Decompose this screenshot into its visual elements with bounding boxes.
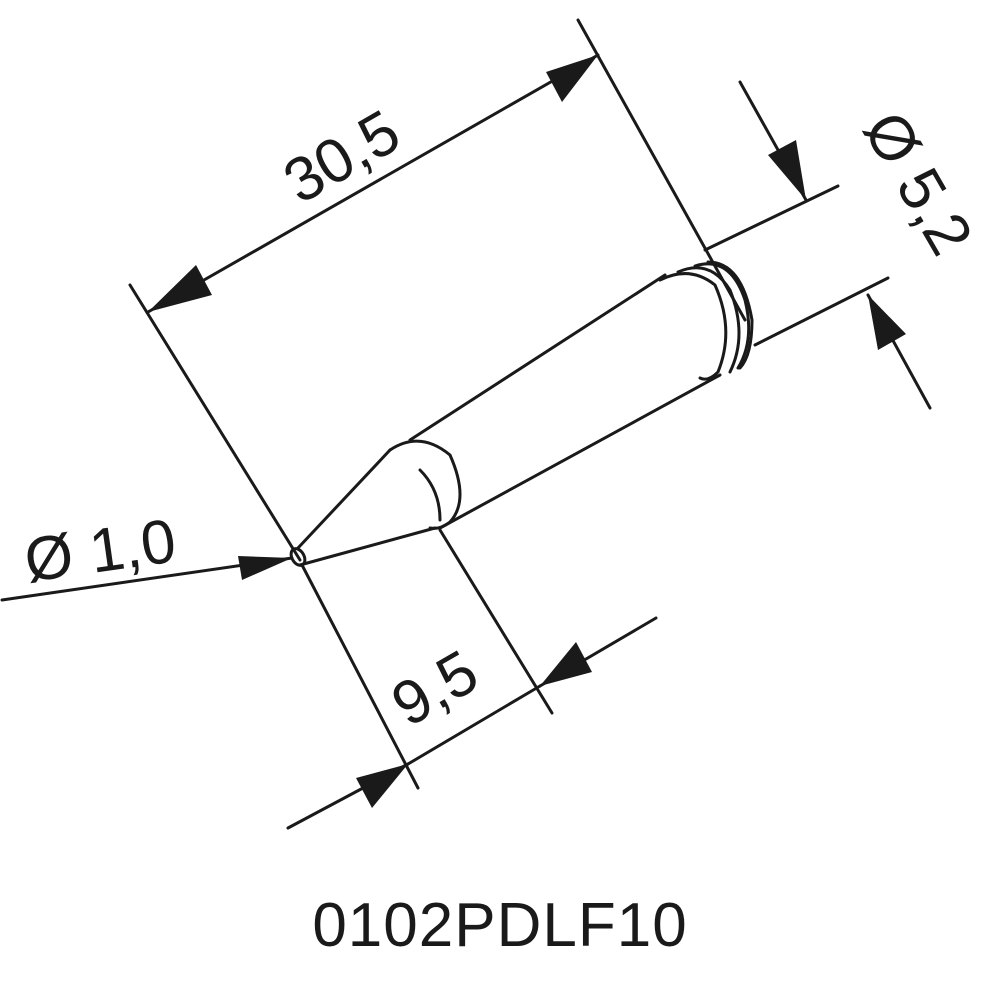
overall-length-label: 30,5 (273, 97, 412, 217)
shank-lower-edge (438, 373, 722, 530)
shank-front-inner (418, 468, 442, 522)
shank-upper-edge (408, 273, 667, 442)
cone-lower-edge (298, 526, 437, 567)
tip-diameter-label: Ø 1,0 (20, 506, 180, 595)
tip-diameter-arrow (238, 556, 292, 580)
shank-arrow-lower (868, 295, 906, 350)
tip-body (289, 260, 754, 567)
shank-front-step (388, 439, 462, 530)
cone-upper-edge (296, 448, 392, 550)
tip-arrow-left (356, 764, 408, 808)
shank-arrow-upper (768, 140, 806, 200)
tip-length-dimension: 9,5 (286, 528, 658, 830)
collar-ring-4 (706, 260, 754, 370)
tip-ext-line-right (438, 528, 554, 715)
overall-arrow-left (148, 265, 212, 312)
overall-length-dimension: 30,5 (128, 18, 747, 562)
collar-ring-1 (658, 272, 728, 381)
extension-line-right (576, 18, 747, 322)
shank-ext-line-lower (753, 276, 890, 347)
tip-dim-line (406, 684, 542, 766)
collar-ring-2 (676, 266, 741, 374)
tip-arrow-right (540, 642, 592, 686)
part-number: 0102PDLF10 (312, 891, 688, 960)
tip-ext-line-left (300, 563, 420, 790)
extension-line-left (128, 283, 302, 562)
shank-ext-line-upper (703, 184, 840, 252)
shank-diameter-label: Ø 5,2 (850, 101, 986, 267)
overall-dimension-line (146, 53, 600, 314)
overall-arrow-right (546, 55, 598, 102)
tip-diameter-dimension: Ø 1,0 (0, 506, 294, 602)
